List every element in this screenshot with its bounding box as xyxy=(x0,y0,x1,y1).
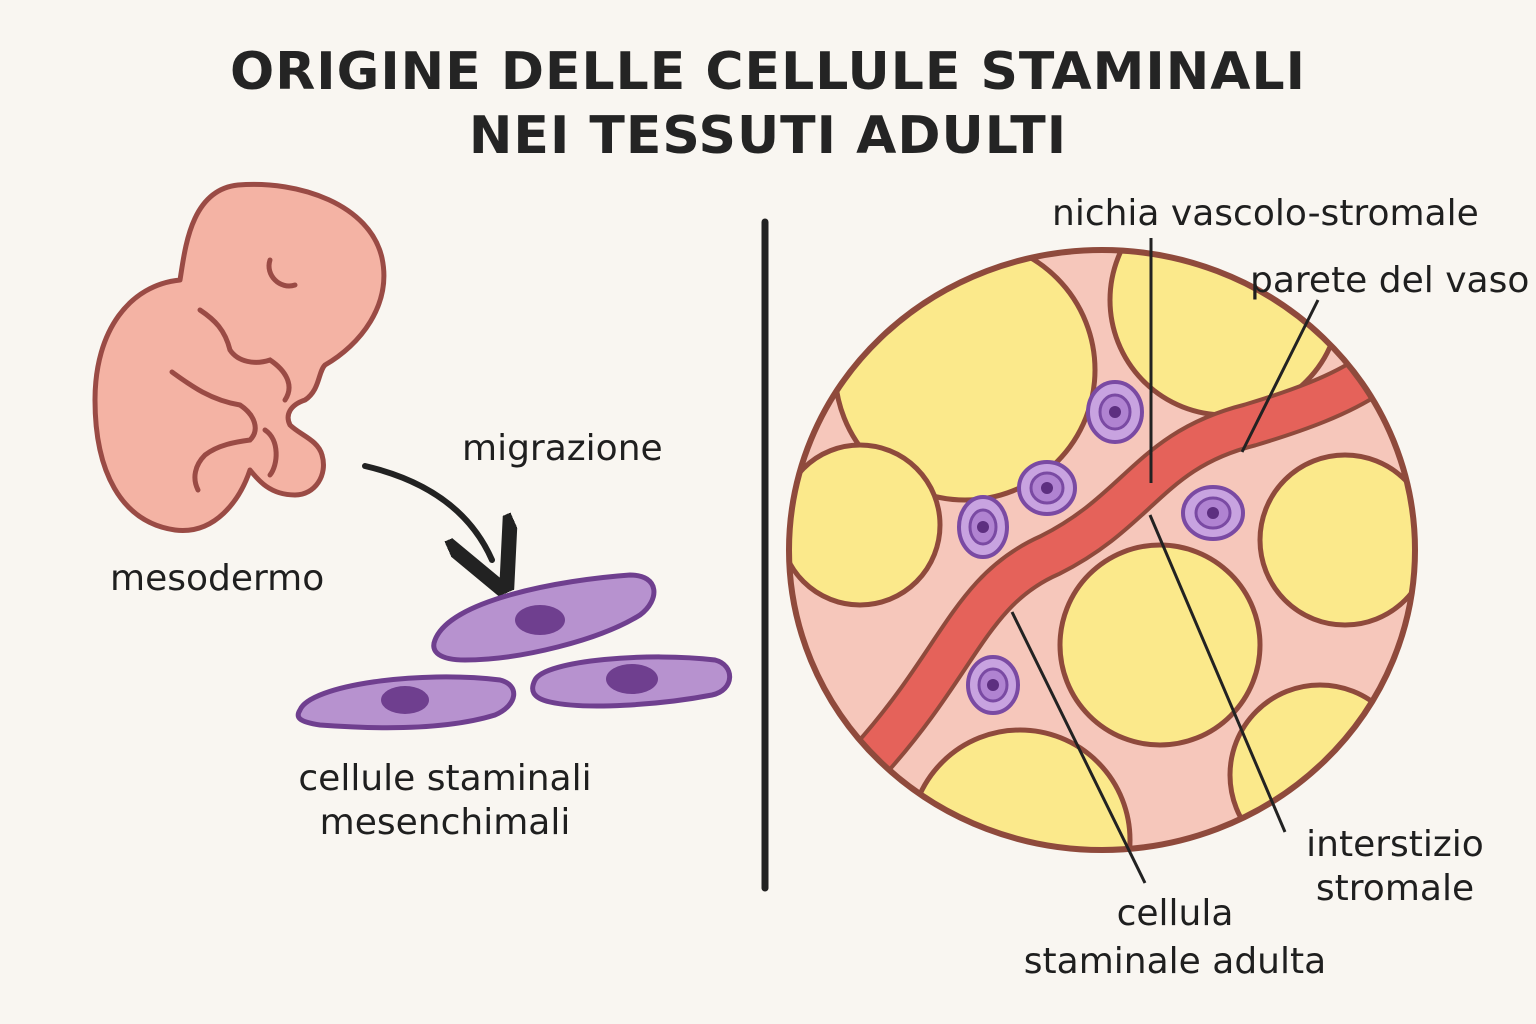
leader-line-adult-cell xyxy=(1010,611,1147,884)
msc-nucleus xyxy=(606,664,658,694)
title-line-2: NEI TESSUTI ADULTI xyxy=(468,106,1068,166)
interstitium-label: interstizio stromale xyxy=(1290,823,1500,911)
embryo-arm xyxy=(197,307,292,403)
msc-label: cellule staminali mesenchimali xyxy=(270,757,620,845)
interstitium-label-line-2: stromale xyxy=(1315,868,1475,909)
embryo-foot xyxy=(262,427,279,478)
adipocyte xyxy=(1257,452,1415,628)
migration-label: migrazione xyxy=(462,428,663,469)
blood-vessel-lumen xyxy=(851,356,1389,779)
stromal-stem-cell xyxy=(1017,460,1077,516)
adult-stem-cell-label: cellula staminale adulta xyxy=(1005,890,1345,986)
adult-stem-cell-label-line-1: cellula xyxy=(1116,893,1234,934)
msc-nucleus xyxy=(381,686,429,714)
msc-cell-2 xyxy=(295,674,517,731)
title-line-1: ORIGINE DELLE CELLULE STAMINALI xyxy=(230,42,1306,102)
msc-label-line-2: mesenchimali xyxy=(319,802,571,843)
vessel-wall-label: parete del vaso xyxy=(1250,260,1530,301)
leader-line-interstitium xyxy=(1148,514,1287,833)
stromal-stem-cell xyxy=(1086,380,1144,444)
embryo-illustration xyxy=(92,181,387,533)
interstitium-label-line-1: interstizio xyxy=(1306,824,1484,865)
msc-cell-1 xyxy=(431,572,657,663)
adult-stem-cell-label-line-2: staminale adulta xyxy=(1023,941,1327,982)
niche-label: nichia vascolo-stromale xyxy=(1052,193,1479,234)
adipocyte xyxy=(1057,542,1263,748)
msc-cell-3 xyxy=(530,654,733,709)
msc-label-line-1: cellule staminali xyxy=(298,758,592,799)
migration-arrow xyxy=(362,463,492,560)
mesoderm-label: mesodermo xyxy=(110,558,325,599)
leader-line-vessel-wall xyxy=(1240,299,1320,453)
msc-nucleus xyxy=(515,605,565,635)
stromal-stem-cell xyxy=(966,655,1020,715)
embryo-eye xyxy=(266,257,298,289)
adipocyte xyxy=(789,442,943,608)
stromal-stem-cell xyxy=(1181,485,1245,541)
stromal-stem-cell xyxy=(957,495,1009,559)
page-title: ORIGINE DELLE CELLULE STAMINALI NEI TESS… xyxy=(0,40,1536,168)
embryo-leg xyxy=(169,369,258,493)
